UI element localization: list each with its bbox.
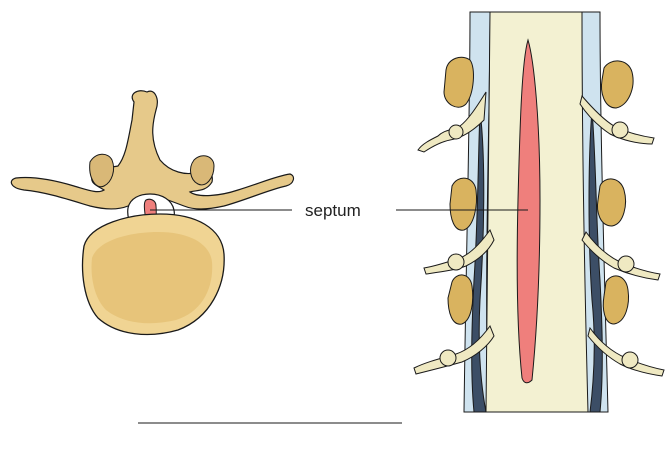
nerve-roots-right bbox=[579, 94, 665, 377]
vertebra-left-1 bbox=[443, 56, 474, 108]
ganglion-right-3 bbox=[621, 351, 639, 369]
vertebra-right-3 bbox=[602, 275, 629, 325]
dura-dark-right bbox=[588, 109, 603, 413]
septum-label: septum bbox=[305, 201, 361, 220]
vertebra-left-3 bbox=[447, 274, 474, 325]
ganglion-right-1 bbox=[611, 121, 629, 139]
vertebra-left-2 bbox=[449, 177, 477, 231]
facet-left bbox=[89, 153, 115, 188]
vertebra-axial-view bbox=[10, 90, 295, 336]
ganglion-left-3 bbox=[439, 349, 457, 367]
vertebra-right-2 bbox=[597, 178, 626, 227]
vertebra-right-1 bbox=[601, 60, 634, 109]
dura-dark-left bbox=[471, 109, 487, 413]
facet-right bbox=[190, 155, 215, 186]
nerve-root-left-3 bbox=[413, 324, 495, 375]
spinal-cord-longitudinal-view bbox=[413, 11, 665, 413]
ganglion-left-2 bbox=[447, 253, 465, 271]
ganglion-right-2 bbox=[617, 255, 635, 273]
spinous-process bbox=[10, 90, 295, 210]
nerve-roots-left bbox=[413, 91, 495, 375]
ganglion-left-1 bbox=[448, 124, 464, 140]
septum-longitudinal bbox=[516, 38, 541, 384]
vertebral-body-shade bbox=[91, 232, 213, 324]
